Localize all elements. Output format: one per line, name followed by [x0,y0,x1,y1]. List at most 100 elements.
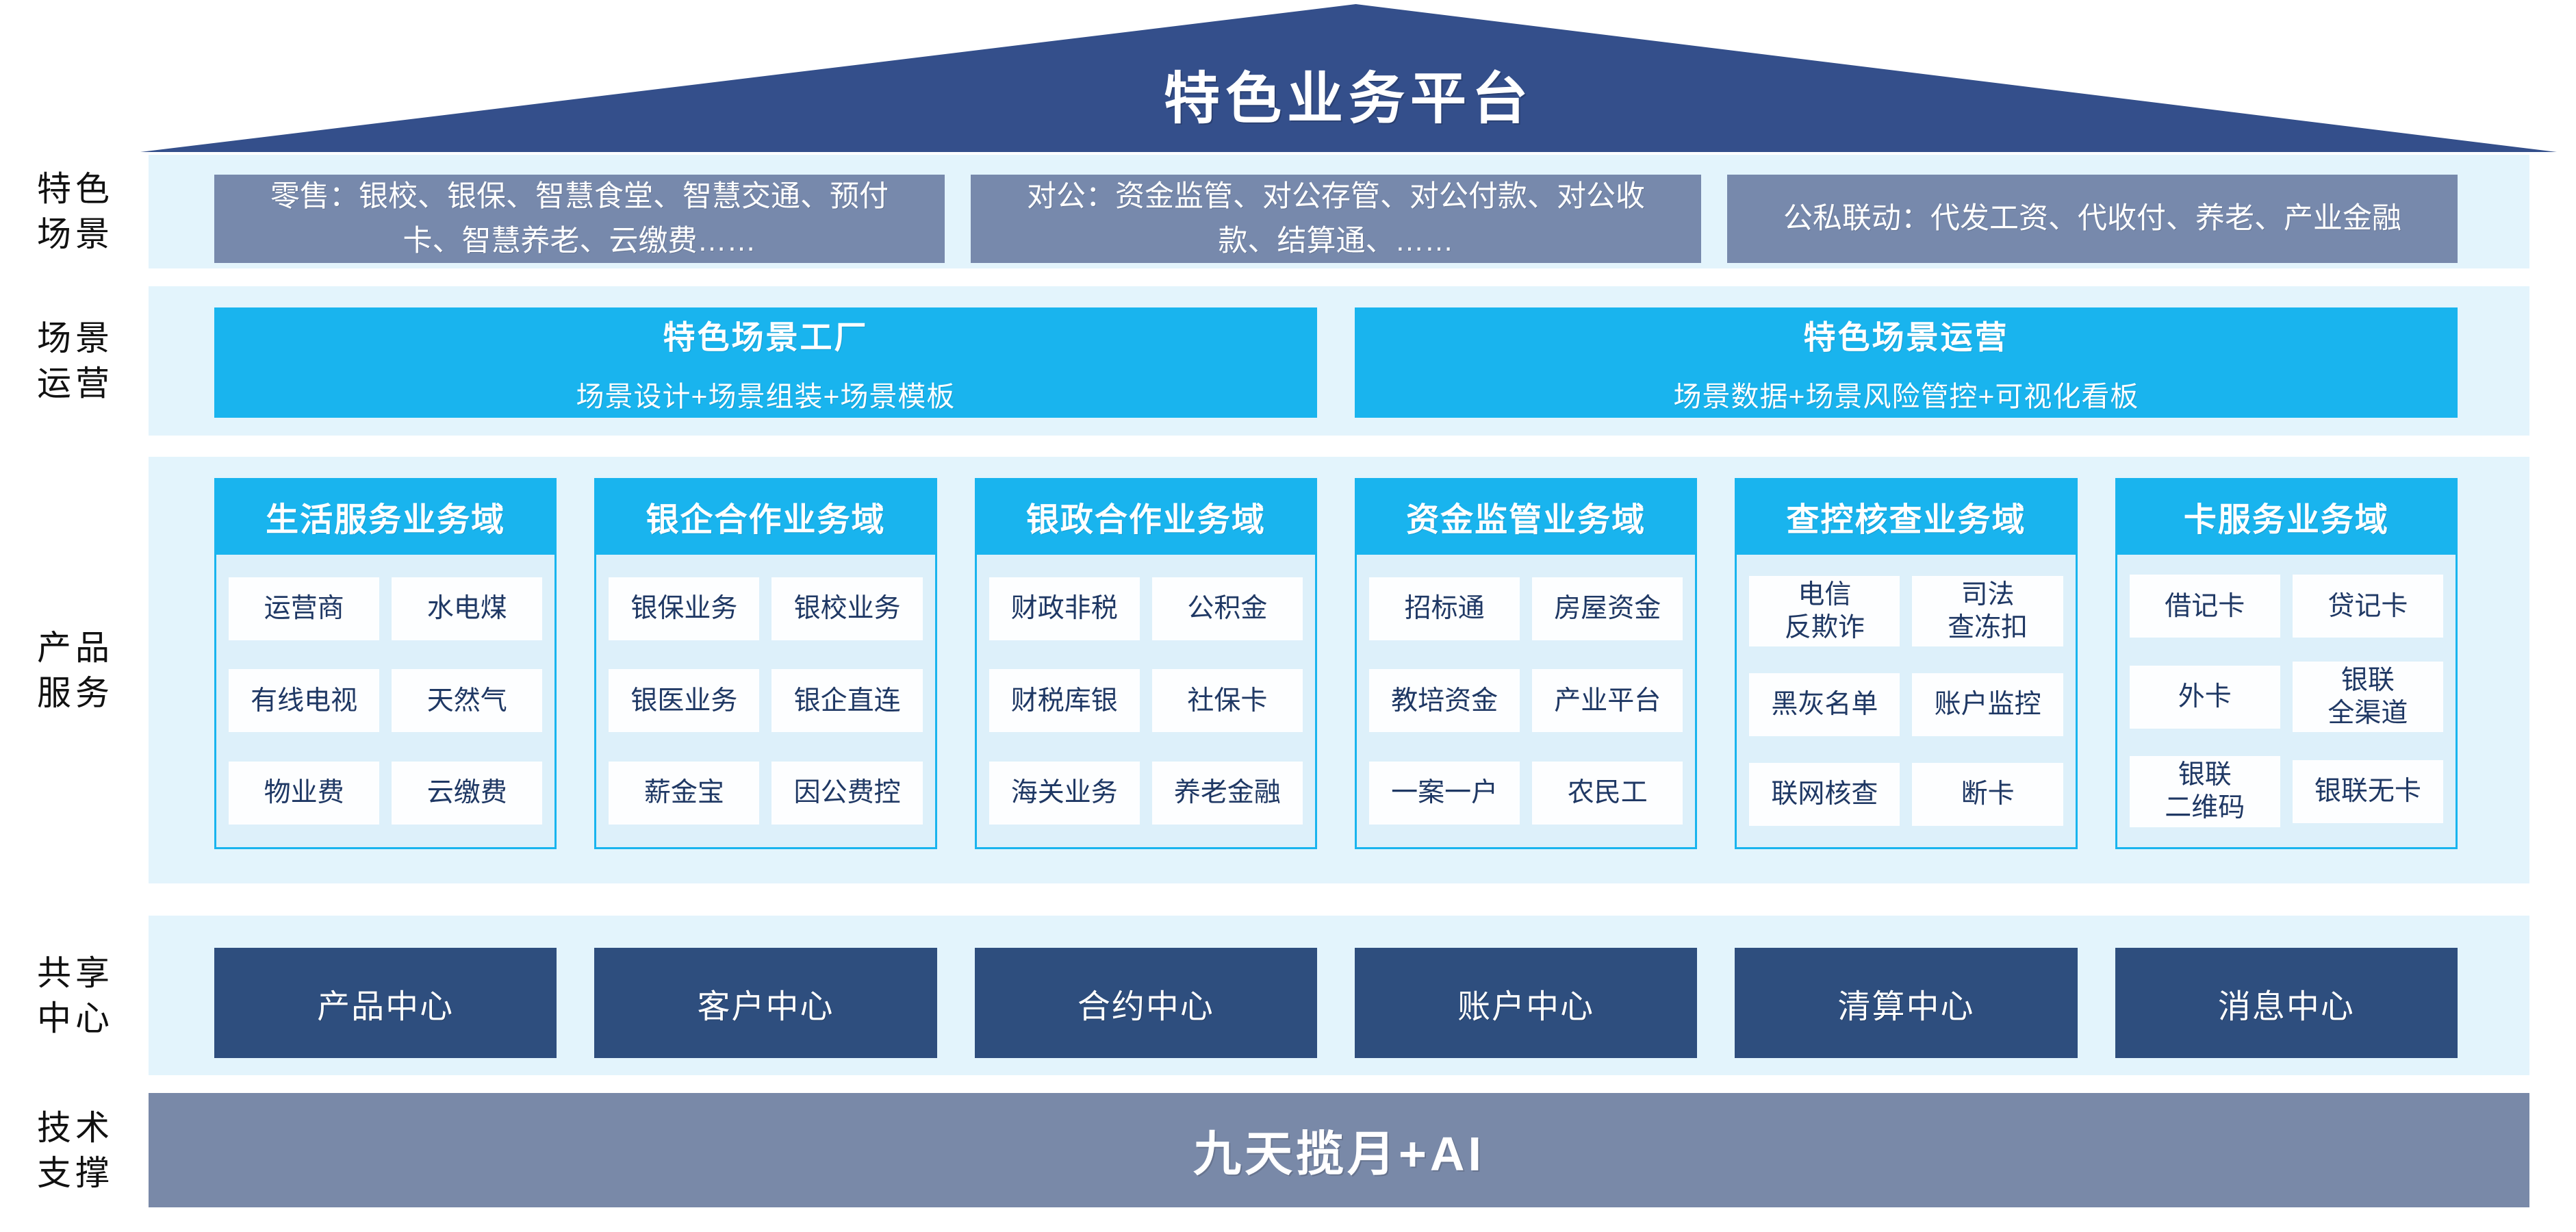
domain-header: 银企合作业务域 [594,478,937,555]
domain-body: 招标通 房屋资金 教培资金 产业平台 一案一户 农民工 [1355,555,1698,849]
domain-body: 借记卡 贷记卡 外卡 银联 全渠道 银联 二维码 银联无卡 [2115,555,2458,849]
side-label-product-service: 产品 服务 [7,457,144,883]
side-label-shared-center: 共享 中心 [7,916,144,1075]
domain-header: 生活服务业务域 [214,478,557,555]
item-chip: 外卡 [2129,665,2280,729]
item-chip: 公积金 [1151,577,1303,641]
tech-support-bar: 九天揽月+AI [149,1093,2529,1207]
domain-cell: 物业费 [229,754,380,832]
item-chip: 天然气 [392,669,543,733]
domain-col-inspection-verification: 查控核查业务域 电信 反欺诈 司法 查冻扣 黑灰名单 账户监控 联网核查 断卡 [1735,478,2078,849]
domain-cell: 云缴费 [392,754,543,832]
item-chip: 一案一户 [1369,761,1520,825]
item-chip: 云缴费 [392,761,543,825]
item-chip: 联网核查 [1749,762,1900,826]
domain-cell: 银联 二维码 [2129,751,2280,832]
item-chip: 银联 二维码 [2129,756,2280,827]
domain-cell: 一案一户 [1369,754,1520,832]
strip-scene-operation: 特色场景工厂 场景设计+场景组装+场景模板 特色场景运营 场景数据+场景风险管控… [149,286,2529,436]
domain-cell: 联网核查 [1749,756,1900,832]
domain-cell: 黑灰名单 [1749,667,1900,743]
domain-cell: 教培资金 [1369,662,1520,740]
side-label-line: 场景 [37,215,114,253]
domain-body: 电信 反欺诈 司法 查冻扣 黑灰名单 账户监控 联网核查 断卡 [1735,555,2078,849]
item-chip: 养老金融 [1151,761,1303,825]
side-label-line: 技术 [37,1108,114,1147]
item-chip: 运营商 [229,577,380,641]
strip-product-service: 生活服务业务域 运营商 水电煤 有线电视 天然气 物业费 云缴费 银企合作业务域… [149,457,2529,883]
side-label-line: 服务 [37,673,114,712]
domain-col-bank-government: 银政合作业务域 财政非税 公积金 财税库银 社保卡 海关业务 养老金融 [974,478,1317,849]
item-chip: 财政非税 [989,577,1140,641]
item-chip: 电信 反欺诈 [1749,576,1900,647]
domain-cell: 账户监控 [1912,667,2063,743]
domain-cell: 农民工 [1532,754,1683,832]
domain-cell: 社保卡 [1151,662,1303,740]
side-label-line: 共享 [37,953,114,992]
domain-cell: 房屋资金 [1532,570,1683,648]
side-label-line: 中心 [37,998,114,1038]
item-chip: 招标通 [1369,577,1520,641]
item-chip: 断卡 [1912,762,2063,826]
strip-shared-center: 产品中心 客户中心 合约中心 账户中心 清算中心 消息中心 [149,916,2529,1075]
item-chip: 海关业务 [989,761,1140,825]
domain-body: 银保业务 银校业务 银医业务 银企直连 薪金宝 因公费控 [594,555,937,849]
scene-box-retail: 零售：银校、银保、智慧食堂、智慧交通、预付卡、智慧养老、云缴费…… [214,175,945,263]
item-chip: 水电煤 [392,577,543,641]
domain-cell: 公积金 [1151,570,1303,648]
side-label-scene-operation: 场景 运营 [7,286,144,436]
domain-cell: 银校业务 [771,570,923,648]
domain-body: 财政非税 公积金 财税库银 社保卡 海关业务 养老金融 [974,555,1317,849]
domain-cell: 薪金宝 [609,754,760,832]
domain-cell: 银联无卡 [2292,751,2443,832]
domain-cell: 海关业务 [989,754,1140,832]
item-chip: 因公费控 [771,761,923,825]
item-chip: 社保卡 [1151,669,1303,733]
domain-col-life-services: 生活服务业务域 运营商 水电煤 有线电视 天然气 物业费 云缴费 [214,478,557,849]
center-box-clearing: 清算中心 [1735,948,2078,1058]
item-chip: 借记卡 [2129,575,2280,638]
op-box-title: 特色场景工厂 [663,319,869,355]
center-box-message: 消息中心 [2115,948,2458,1058]
domain-col-fund-supervision: 资金监管业务域 招标通 房屋资金 教培资金 产业平台 一案一户 农民工 [1355,478,1698,849]
op-box-scene-factory: 特色场景工厂 场景设计+场景组装+场景模板 [214,307,1317,418]
item-chip: 银医业务 [609,669,760,733]
item-chip: 贷记卡 [2292,575,2443,638]
item-chip: 银联 全渠道 [2292,662,2443,733]
domain-cell: 司法 查冻扣 [1912,570,2063,653]
item-chip: 司法 查冻扣 [1912,576,2063,647]
domain-col-bank-enterprise: 银企合作业务域 银保业务 银校业务 银医业务 银企直连 薪金宝 因公费控 [594,478,937,849]
item-chip: 银校业务 [771,577,923,641]
domain-cell: 养老金融 [1151,754,1303,832]
op-box-subtitle: 场景设计+场景组装+场景模板 [576,381,956,412]
domain-cell: 因公费控 [771,754,923,832]
domain-cell: 财税库银 [989,662,1140,740]
item-chip: 教培资金 [1369,669,1520,733]
domain-header: 银政合作业务域 [974,478,1317,555]
side-label-line: 支撑 [37,1153,114,1192]
item-chip: 房屋资金 [1532,577,1683,641]
domain-cell: 水电煤 [392,570,543,648]
center-box-account: 账户中心 [1355,948,1698,1058]
item-chip: 薪金宝 [609,761,760,825]
scene-box-public-private: 公私联动：代发工资、代收付、养老、产业金融 [1727,175,2458,263]
domain-body: 运营商 水电煤 有线电视 天然气 物业费 云缴费 [214,555,557,849]
item-chip: 账户监控 [1912,673,2063,737]
scene-box-corporate: 对公：资金监管、对公存管、对公付款、对公收款、结算通、…… [971,175,1701,263]
side-label-special-scenes: 特色 场景 [7,155,144,268]
domain-cell: 招标通 [1369,570,1520,648]
item-chip: 银联无卡 [2292,759,2443,823]
item-chip: 银保业务 [609,577,760,641]
op-box-scene-operation: 特色场景运营 场景数据+场景风险管控+可视化看板 [1355,307,2458,418]
platform-title: 特色业务平台 [1163,68,1533,130]
item-chip: 银企直连 [771,669,923,733]
side-label-tech-support: 技术 支撑 [7,1093,144,1207]
domain-cell: 断卡 [1912,756,2063,832]
domain-cell: 银联 全渠道 [2292,657,2443,738]
side-label-line: 场景 [37,319,114,357]
domain-cell: 外卡 [2129,657,2280,738]
item-chip: 财税库银 [989,669,1140,733]
center-box-customer: 客户中心 [594,948,937,1058]
domain-cell: 电信 反欺诈 [1749,570,1900,653]
